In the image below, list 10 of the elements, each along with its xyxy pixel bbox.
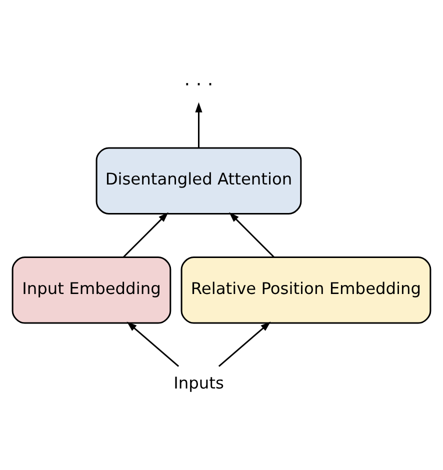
node-box: Input Embedding <box>12 256 172 324</box>
arrow <box>218 321 271 366</box>
arrow <box>229 212 275 258</box>
node-box: Disentangled Attention <box>96 146 302 214</box>
arrow <box>195 102 202 148</box>
arrow <box>122 212 168 258</box>
node-box: Relative Position Embedding <box>180 256 432 324</box>
node-text: · · · <box>184 74 214 96</box>
arrow <box>126 321 180 366</box>
node-text: Inputs <box>174 373 224 392</box>
